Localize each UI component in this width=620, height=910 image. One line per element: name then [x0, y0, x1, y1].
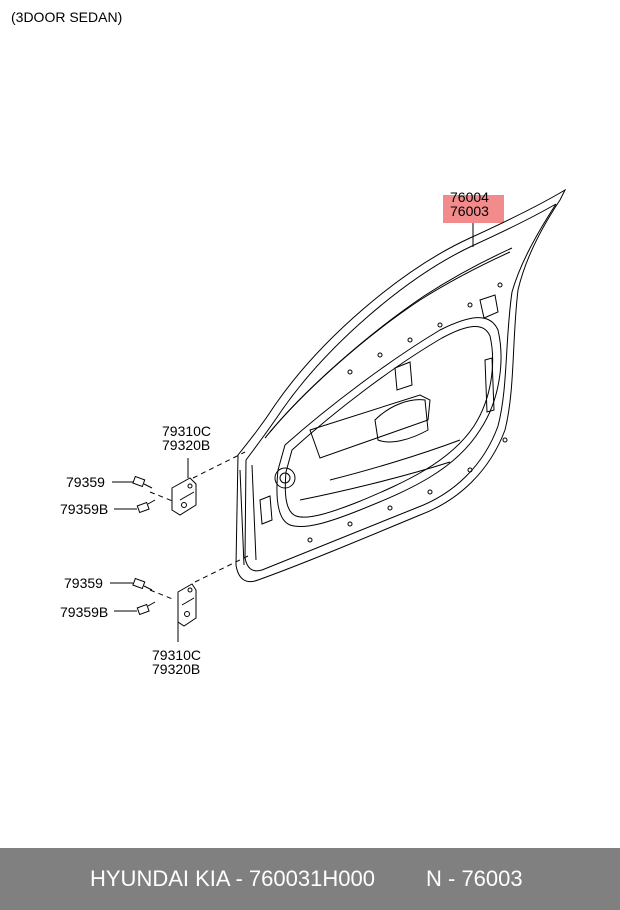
footer-part-number: HYUNDAI KIA - 760031H000 — [90, 866, 375, 891]
label-76003: 76003 — [450, 203, 489, 219]
label-79320b-upper: 79320B — [162, 437, 210, 453]
label-79310c-lower: 79310C — [152, 647, 201, 663]
upper-hinge — [171, 458, 197, 516]
door-shell — [235, 188, 567, 583]
bolt-leader-lines — [110, 481, 137, 612]
door-fastener-dots — [307, 282, 508, 543]
lower-hinge — [177, 583, 197, 642]
door-inner-panel — [259, 294, 502, 528]
footer-ref-number: N - 76003 — [426, 866, 523, 891]
label-79320b-lower: 79320B — [152, 661, 200, 677]
label-79359b-upper: 79359B — [60, 501, 108, 517]
label-79359-lower: 79359 — [64, 575, 103, 591]
label-79310c-upper: 79310C — [162, 423, 211, 439]
label-76004: 76004 — [450, 189, 489, 205]
footer-bar: HYUNDAI KIA - 760031H000 N - 76003 — [0, 848, 620, 910]
hinge-alignment-lines — [149, 451, 251, 601]
door-exploded-diagram: 76004 76003 79310C 79320B 79359 79359B 7… — [60, 188, 567, 677]
label-79359-upper: 79359 — [66, 474, 105, 490]
hinge-bolts — [132, 475, 156, 616]
label-79359b-lower: 79359B — [60, 604, 108, 620]
part-highlight — [443, 195, 504, 223]
diagram-subtitle: (3DOOR SEDAN) — [11, 9, 123, 25]
